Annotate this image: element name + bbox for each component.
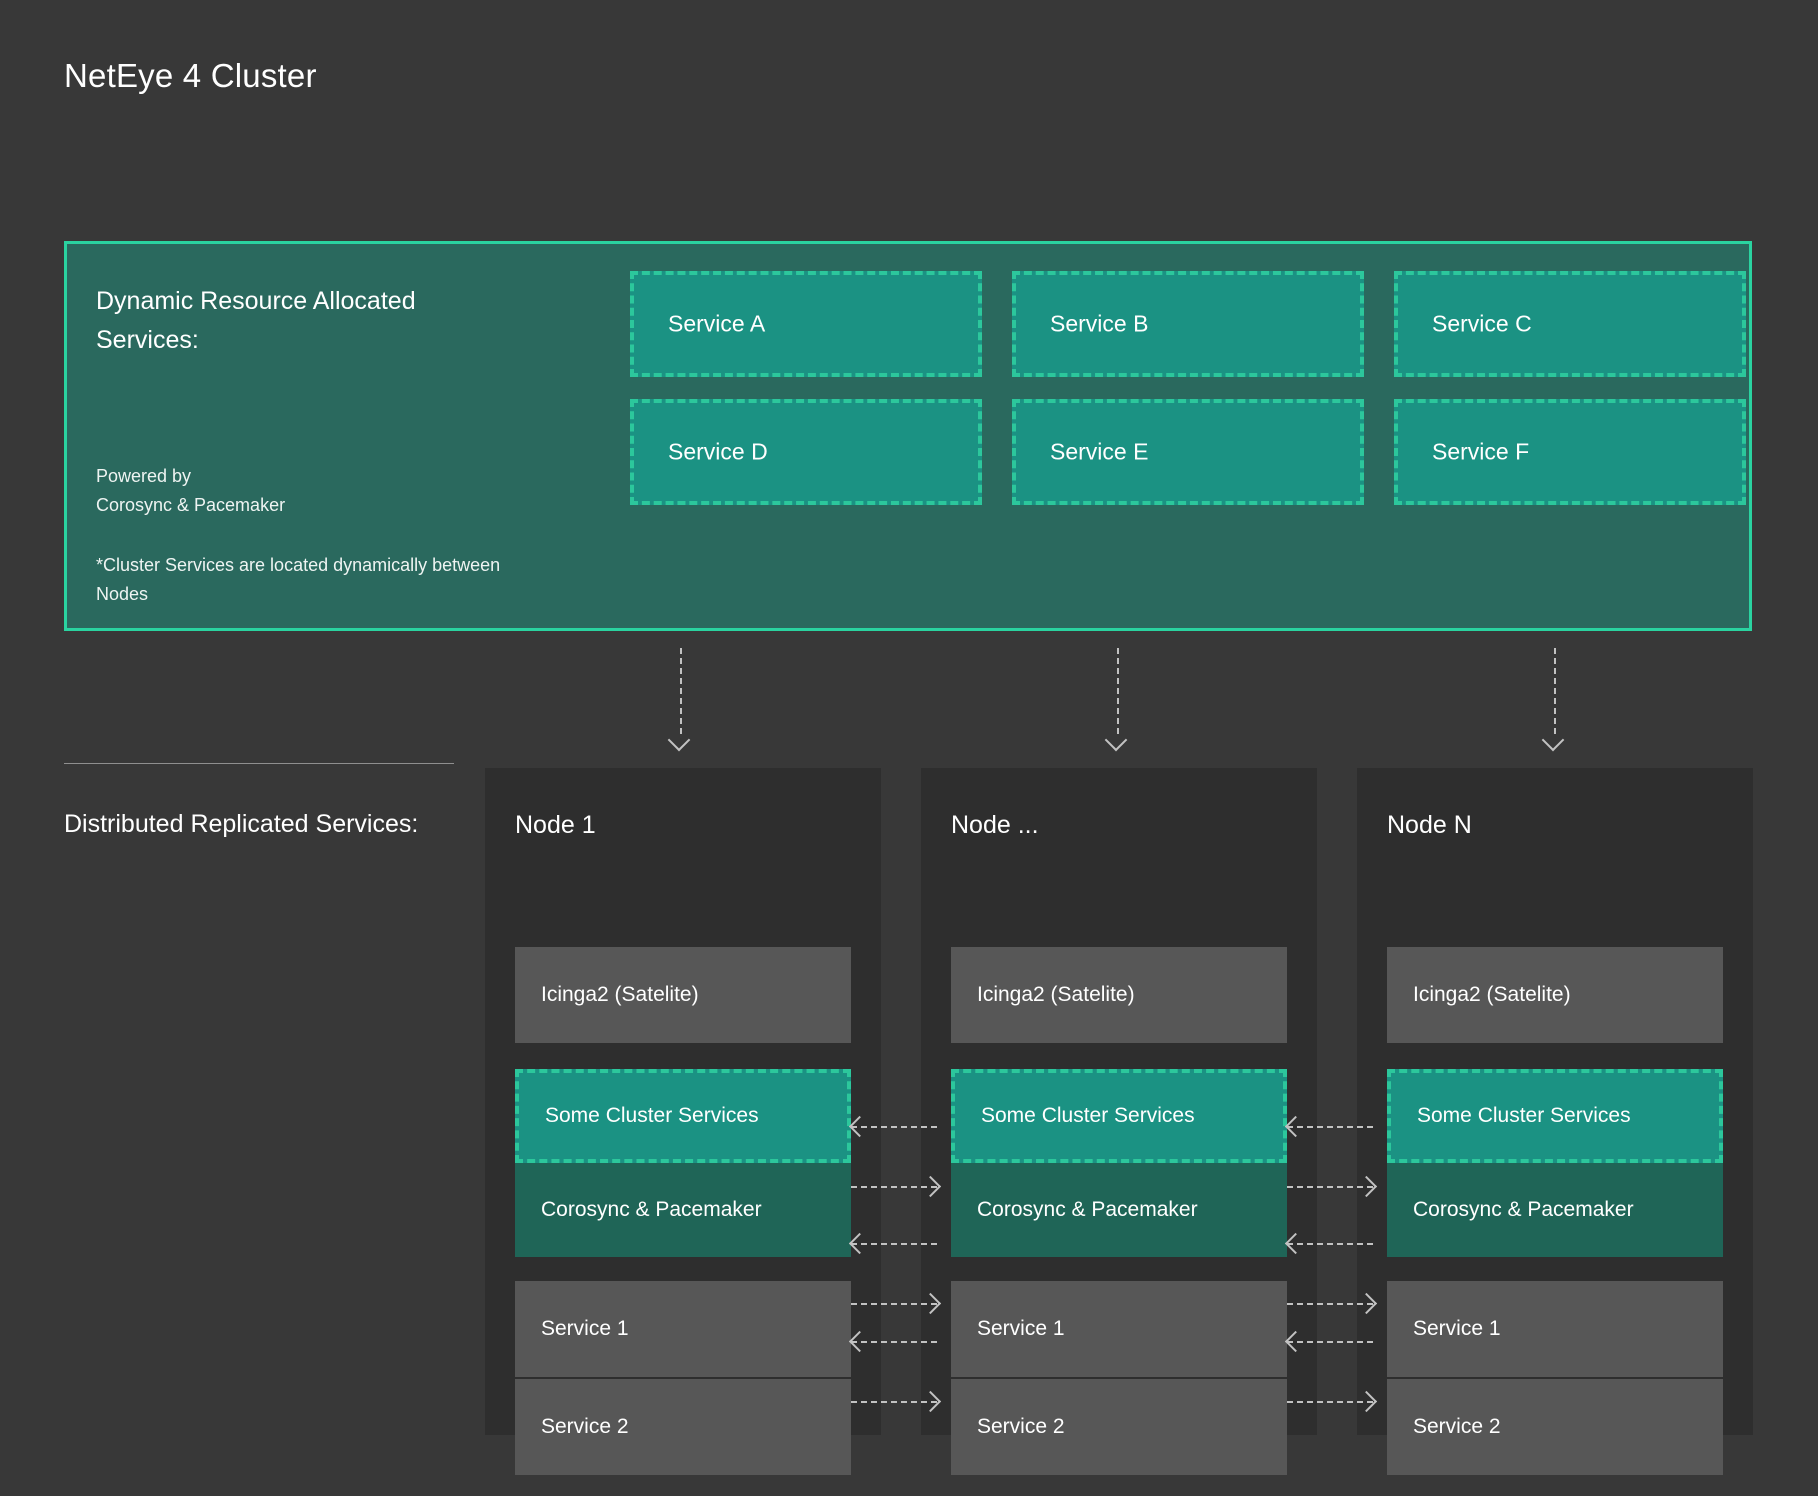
section-divider [64,763,454,764]
arrow-shaft [851,1186,937,1188]
arrow-shaft [851,1243,937,1245]
arrow-head [1541,728,1565,752]
node-row-label: Icinga2 (Satelite) [977,983,1135,1006]
service-box-label: Service B [1050,310,1149,337]
node-row-label: Service 1 [541,1317,629,1340]
node-row-label: Some Cluster Services [981,1104,1195,1127]
service-box-label: Service D [668,438,768,465]
arrow-shaft [851,1401,937,1403]
node-row-label: Service 2 [1413,1415,1501,1438]
arrow-shaft [1287,1341,1373,1343]
node-row-label: Some Cluster Services [1417,1104,1631,1127]
node-row-service-2[interactable]: Service 2 [1387,1379,1723,1475]
arrow-shaft [1117,648,1119,734]
sync-arrows-corosync-2-3 [1284,1115,1378,1198]
node-row-label: Icinga2 (Satelite) [1413,983,1571,1006]
service-box-label: Service E [1050,438,1149,465]
service-box-label: Service A [668,310,766,337]
page-title: NetEye 4 Cluster [64,57,317,94]
down-arrow-icon [1541,648,1565,752]
node-row-label: Service 1 [1413,1317,1501,1340]
arrow-shaft [851,1126,937,1128]
arrow-shaft [1287,1401,1373,1403]
arrow-shaft [1287,1126,1373,1128]
node-column-1: Node 1 Icinga2 (Satelite) Some Cluster S… [485,768,881,1475]
node-row-service-1[interactable]: Service 1 [951,1281,1287,1377]
down-arrow-icon [667,648,691,752]
arrow-head [1104,728,1128,752]
node-row-corosync-pacemaker[interactable]: Corosync & Pacemaker [1387,1163,1723,1257]
sync-arrows-service2-1-2 [848,1330,942,1413]
node-title: Node N [1387,811,1472,839]
node-row-service-1[interactable]: Service 1 [515,1281,851,1377]
service-box-a[interactable]: Service A [630,271,982,377]
service-box-c[interactable]: Service C [1394,271,1746,377]
arrow-shaft [1287,1186,1373,1188]
service-box-e[interactable]: Service E [1012,399,1364,505]
node-column-2: Node ... Icinga2 (Satelite) Some Cluster… [921,768,1317,1475]
node-row-service-1[interactable]: Service 1 [1387,1281,1723,1377]
sync-arrows-service2-2-3 [1284,1330,1378,1413]
replicated-section-heading: Distributed Replicated Services: [64,810,419,838]
node-row-label: Corosync & Pacemaker [541,1198,762,1221]
node-row-corosync-pacemaker[interactable]: Corosync & Pacemaker [515,1163,851,1257]
node-row-icinga2[interactable]: Icinga2 (Satelite) [515,947,851,1043]
node-row-service-2[interactable]: Service 2 [951,1379,1287,1475]
node-row-service-2[interactable]: Service 2 [515,1379,851,1475]
powered-by-text: Powered by Corosync & Pacemaker [96,466,286,515]
service-box-label: Service F [1432,438,1530,465]
node-row-cluster-services[interactable]: Some Cluster Services [951,1069,1287,1163]
node-row-label: Corosync & Pacemaker [1413,1198,1634,1221]
service-box-label: Service C [1432,310,1532,337]
down-arrow-icon [1104,648,1128,752]
arrow-head [667,728,691,752]
sync-arrows-service1-2-3 [1284,1232,1378,1315]
arrow-shaft [1287,1303,1373,1305]
node-row-icinga2[interactable]: Icinga2 (Satelite) [951,947,1287,1043]
service-box-d[interactable]: Service D [630,399,982,505]
node-row-label: Service 2 [977,1415,1065,1438]
arrow-shaft [851,1303,937,1305]
node-row-label: Service 1 [977,1317,1065,1340]
arrow-shaft [1554,648,1556,734]
node-row-cluster-services[interactable]: Some Cluster Services [515,1069,851,1163]
node-row-label: Service 2 [541,1415,629,1438]
service-box-f[interactable]: Service F [1394,399,1746,505]
arrow-shaft [851,1341,937,1343]
sync-arrows-corosync-1-2 [848,1115,942,1198]
service-box-b[interactable]: Service B [1012,271,1364,377]
sync-arrows-service1-1-2 [848,1232,942,1315]
node-title: Node ... [951,811,1039,839]
node-row-cluster-services[interactable]: Some Cluster Services [1387,1069,1723,1163]
arrow-shaft [1287,1243,1373,1245]
node-row-label: Some Cluster Services [545,1104,759,1127]
node-row-label: Corosync & Pacemaker [977,1198,1198,1221]
arrow-shaft [680,648,682,734]
dynamic-panel-heading: Dynamic Resource Allocated Services: [96,287,416,354]
cluster-services-note: *Cluster Services are located dynamicall… [96,555,501,604]
node-row-corosync-pacemaker[interactable]: Corosync & Pacemaker [951,1163,1287,1257]
node-title: Node 1 [515,811,596,839]
node-column-3: Node N Icinga2 (Satelite) Some Cluster S… [1357,768,1753,1475]
node-row-icinga2[interactable]: Icinga2 (Satelite) [1387,947,1723,1043]
node-row-label: Icinga2 (Satelite) [541,983,699,1006]
